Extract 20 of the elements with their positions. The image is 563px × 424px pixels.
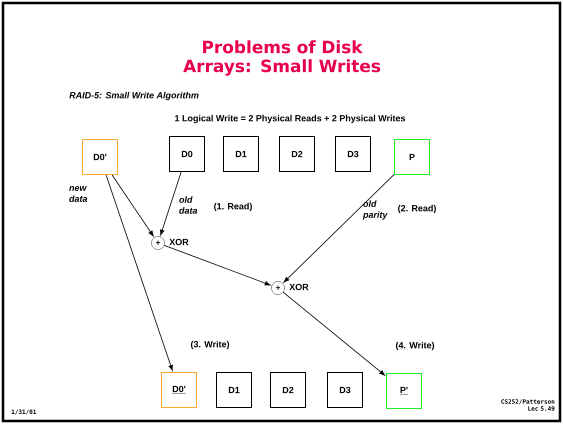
note-text: new data [69,186,88,202]
edge-label: old data [179,196,198,214]
xor-label: XOR [289,284,308,290]
note-text: 1 Logical Write = 2 Physical Reads + 2 Physical Writes [175,114,406,124]
arrow [160,172,182,236]
xor-label: XOR [169,238,188,246]
note-text: (1. Read) [214,202,252,212]
note-text: (4. Write) [396,342,434,350]
arrow [112,174,154,236]
arrow [284,174,394,283]
arrow [282,292,386,376]
edge-label: old parity [362,200,388,220]
disk-box: P' [386,373,422,409]
arrow [164,244,271,286]
arrow [106,174,173,371]
note-text: RAID-5: Small Write Algorithm [69,92,199,100]
note-text: (2. Read) [398,204,436,214]
disk-box: D0' [161,372,197,408]
title: Problems of Disk Arrays: Small Writes [183,40,380,76]
note-text: (3. Write) [190,340,230,350]
